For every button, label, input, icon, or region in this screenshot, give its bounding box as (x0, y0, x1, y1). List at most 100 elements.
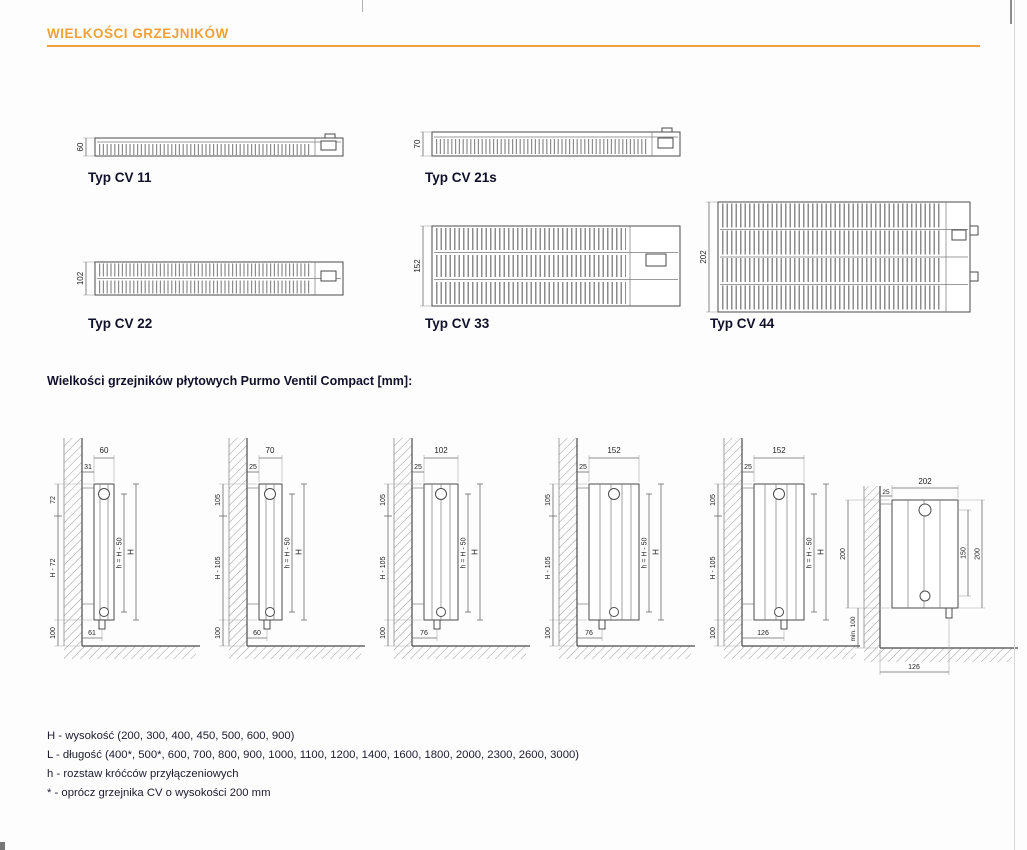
type-label-cv44: Typ CV 44 (710, 316, 775, 331)
pipe-spacing-dim: h = H - 50 (642, 537, 649, 568)
thermostat-valve (918, 503, 932, 517)
cross-section-cv21s-drawing: 70 (413, 127, 681, 157)
depth-dim-label: 70 (413, 139, 422, 148)
valve-stub (598, 619, 606, 630)
radiator-body (258, 483, 283, 621)
cross-section-cv22-drawing: 102 (76, 261, 344, 296)
pipe-spacing-dim: h = H - 50 (807, 537, 814, 568)
floor-hatch (559, 646, 691, 659)
pipe-spacing-dim: h = H - 50 (285, 537, 292, 568)
type-label-cv11: Typ CV 11 (88, 170, 152, 185)
thermostat-valve (773, 488, 785, 500)
valve-offset-dim: 126 (908, 664, 920, 671)
type-label-cv21s: Typ CV 21s (425, 170, 497, 185)
floor-hatch (724, 646, 856, 659)
total-height-dim: H (652, 549, 661, 555)
wall-gap-dim: 25 (579, 464, 587, 471)
body-height-dim: H - 105 (545, 556, 552, 579)
pipe-spacing-dim: h = H - 50 (117, 537, 124, 568)
wall-hatch (864, 486, 880, 648)
radiator-body (588, 483, 640, 621)
side-view-1: 72 H - 72 100 60 31 h = H - 50 H 61 (48, 428, 208, 676)
radiator-body (891, 499, 959, 609)
floor-clearance-dim: min. 100 (850, 616, 857, 641)
wall-gap-dim: 25 (882, 489, 890, 496)
floor-clearance-dim: 100 (710, 627, 717, 639)
valve-offset-dim: 126 (757, 630, 769, 637)
depth-dim: 70 (266, 446, 275, 455)
end-bracket (320, 140, 337, 151)
wall-gap-dim: 25 (249, 464, 257, 471)
cross-section-cv33-drawing: 152 (413, 225, 681, 307)
valve-stub (263, 619, 271, 630)
valve-stub (98, 619, 106, 630)
end-bracket (320, 270, 337, 282)
type-label-cv33: Typ CV 33 (425, 316, 490, 331)
end-bracket (951, 229, 967, 241)
valve-offset-dim: 60 (253, 630, 261, 637)
footnote-pipe-spacing: h - rozstaw króćców przyłączeniowych (47, 768, 239, 780)
footnotes: H - wysokość (200, 300, 400, 450, 500, 6… (47, 730, 747, 806)
corner-detail-drawing: 202 25 200 min. 100 150 200 126 (840, 477, 1018, 675)
valve-offset-dim: 76 (420, 630, 428, 637)
depth-dim-label: 102 (76, 271, 85, 285)
radiator-outline (431, 225, 681, 307)
thermostat-valve (435, 488, 447, 500)
scan-artifact (1014, 0, 1015, 850)
depth-dim-label: 60 (76, 142, 85, 151)
wall-hatch (559, 438, 577, 646)
radiator-outline (94, 137, 344, 157)
total-height-dim: H (471, 549, 480, 555)
end-bracket (657, 137, 674, 149)
footnote-height: H - wysokość (200, 300, 400, 450, 500, 6… (47, 730, 295, 742)
side-view-5-drawing: 105 H - 105 100 152 25 h = H - 50 H 126 (710, 438, 860, 659)
floor-hatch (229, 646, 361, 659)
pipe-spacing-dim: 150 (961, 547, 968, 559)
side-view-5: 105 H - 105 100 152 25 h = H - 50 H 126 (708, 428, 868, 676)
corner-detail-view: 202 25 200 min. 100 150 200 126 (838, 474, 1023, 679)
title-rule (47, 45, 980, 47)
floor-clearance-dim: 100 (215, 627, 222, 639)
return-connection (99, 607, 109, 617)
cross-section-cv22: 102 (75, 254, 355, 304)
top-offset-dim: 105 (215, 494, 222, 506)
radiator-body (93, 483, 115, 621)
wall-hatch (724, 438, 742, 646)
wall-gap-dim: 25 (414, 464, 422, 471)
return-connection (436, 607, 446, 617)
floor-hatch (394, 646, 526, 659)
body-height-dim: H - 105 (215, 556, 222, 579)
return-connection (919, 590, 931, 602)
depth-dim: 202 (918, 477, 932, 486)
cross-section-cv11-drawing: 60 (76, 133, 344, 157)
floor-clearance-dim: 100 (380, 627, 387, 639)
cross-section-cv44-drawing: 202 (699, 201, 979, 313)
body-height-dim: H - 105 (380, 556, 387, 579)
side-view-1-drawing: 72 H - 72 100 60 31 h = H - 50 H 61 (50, 438, 200, 659)
side-view-2-drawing: 105 H - 105 100 70 25 h = H - 50 H 60 (215, 438, 365, 659)
side-view-2: 105 H - 105 100 70 25 h = H - 50 H 60 (213, 428, 373, 676)
depth-dim: 102 (434, 446, 448, 455)
depth-dim: 60 (100, 446, 109, 455)
radiator-body (753, 483, 805, 621)
top-offset-dim: 105 (710, 494, 717, 506)
total-height-dim: H (127, 549, 136, 555)
valve-stub (945, 607, 953, 619)
cross-section-cv44: 202 (698, 194, 990, 320)
cross-section-cv21s: 70 (412, 124, 692, 166)
valve-offset-dim: 61 (88, 630, 96, 637)
top-offset-dim: 105 (380, 494, 387, 506)
side-view-4-drawing: 105 H - 105 100 152 25 h = H - 50 H 76 (545, 438, 695, 659)
wall-gap-dim: 31 (84, 464, 92, 471)
wall-hatch (229, 438, 247, 646)
thermostat-valve (98, 488, 110, 500)
valve-offset-dim: 76 (585, 630, 593, 637)
return-connection (265, 607, 275, 617)
radiator-outline (431, 131, 681, 157)
wall-hatch (394, 438, 412, 646)
return-connection (609, 607, 619, 617)
valve-stub (433, 619, 441, 630)
cross-section-cv33: 152 (412, 218, 692, 314)
valve-stub (780, 619, 788, 630)
body-height-dim: H - 72 (50, 558, 57, 577)
